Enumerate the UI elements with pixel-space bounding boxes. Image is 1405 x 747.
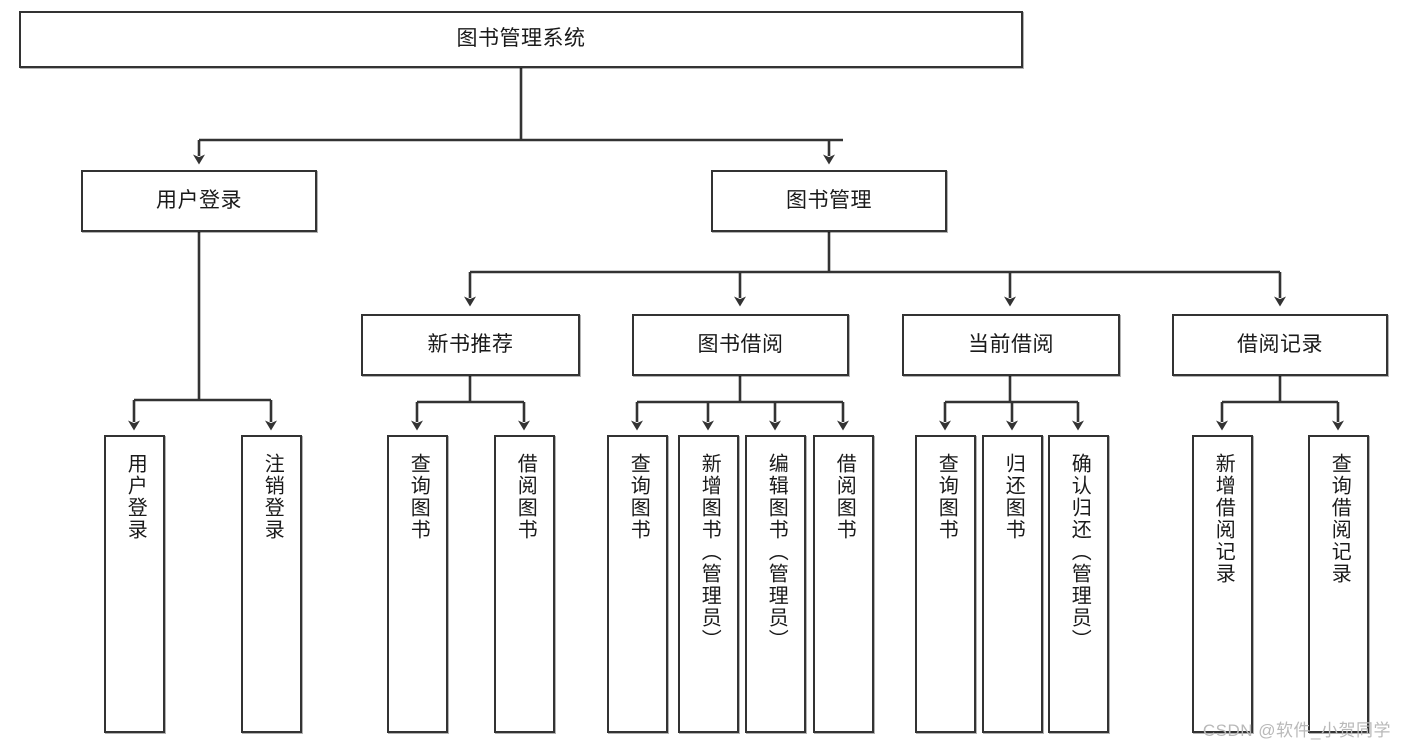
node-borrow-record[interactable]: 借阅记录: [1172, 314, 1388, 376]
node-book-management[interactable]: 图书管理: [711, 170, 947, 232]
node-leaf-query-book-1[interactable]: 查询图书: [387, 435, 448, 733]
node-leaf-return-book[interactable]: 归还图书: [982, 435, 1043, 733]
node-leaf-borrow-book-2[interactable]: 借阅图书: [813, 435, 874, 733]
node-label: 注销登录: [261, 453, 284, 541]
node-label: 借阅图书: [514, 453, 537, 541]
node-leaf-logout-login[interactable]: 注销登录: [241, 435, 302, 733]
node-label: 查询图书: [935, 453, 958, 541]
node-label: 确认归还（管理员）: [1068, 453, 1091, 651]
node-book-borrow[interactable]: 图书借阅: [632, 314, 849, 376]
node-label: 图书管理: [786, 188, 872, 212]
node-leaf-borrow-book-1[interactable]: 借阅图书: [494, 435, 555, 733]
node-new-book-recommend[interactable]: 新书推荐: [361, 314, 580, 376]
node-leaf-add-record[interactable]: 新增借阅记录: [1192, 435, 1253, 733]
node-label: 借阅记录: [1237, 332, 1323, 356]
node-leaf-add-book[interactable]: 新增图书（管理员）: [678, 435, 739, 733]
node-root-book-management-system[interactable]: 图书管理系统: [19, 11, 1023, 68]
node-label: 图书借阅: [697, 332, 784, 356]
node-label: 当前借阅: [968, 332, 1054, 356]
node-label: 查询图书: [407, 453, 430, 541]
node-label: 借阅图书: [833, 453, 856, 541]
node-label: 用户登录: [124, 453, 147, 541]
node-label: 新书推荐: [427, 332, 514, 356]
node-leaf-query-book-3[interactable]: 查询图书: [915, 435, 976, 733]
node-leaf-user-login[interactable]: 用户登录: [104, 435, 165, 733]
node-label: 图书管理系统: [456, 27, 586, 51]
node-label: 归还图书: [1002, 453, 1025, 541]
node-label: 新增借阅记录: [1212, 453, 1235, 585]
node-label: 查询借阅记录: [1328, 453, 1351, 585]
node-leaf-edit-book[interactable]: 编辑图书（管理员）: [745, 435, 806, 733]
node-label: 新增图书（管理员）: [698, 453, 721, 651]
node-leaf-query-record[interactable]: 查询借阅记录: [1308, 435, 1369, 733]
node-label: 编辑图书（管理员）: [765, 453, 788, 651]
node-label: 查询图书: [627, 453, 650, 541]
node-leaf-query-book-2[interactable]: 查询图书: [607, 435, 668, 733]
node-current-borrow[interactable]: 当前借阅: [902, 314, 1120, 376]
node-leaf-confirm-return[interactable]: 确认归还（管理员）: [1048, 435, 1109, 733]
node-label: 用户登录: [156, 188, 242, 212]
node-user-login[interactable]: 用户登录: [81, 170, 317, 232]
